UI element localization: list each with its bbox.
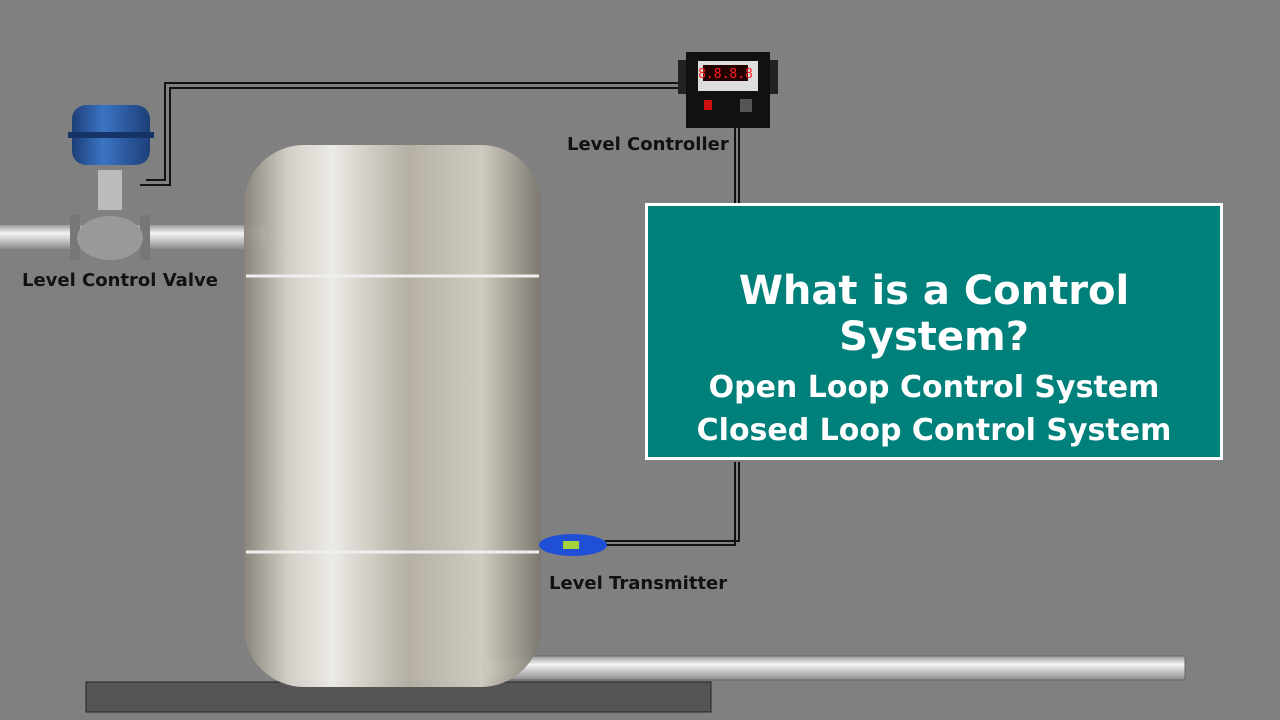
signal-wires <box>140 82 740 546</box>
outlet-pipe <box>484 655 1186 681</box>
level-controller-device: 8.8.8.8 <box>678 52 778 128</box>
controller-display-readout: 8.8.8.8 <box>698 67 753 82</box>
title-card: What is a Control System? Open Loop Cont… <box>645 203 1223 460</box>
level-control-valve-label: Level Control Valve <box>22 270 218 291</box>
level-control-valve <box>68 105 154 260</box>
card-line-open-loop: Open Loop Control System <box>708 370 1160 405</box>
level-transmitter-device <box>539 534 607 556</box>
tank <box>244 145 541 687</box>
card-title: What is a Control System? <box>738 268 1130 360</box>
level-controller-label: Level Controller <box>567 134 729 155</box>
level-transmitter-label: Level Transmitter <box>549 573 728 594</box>
card-line-closed-loop: Closed Loop Control System <box>696 413 1172 448</box>
